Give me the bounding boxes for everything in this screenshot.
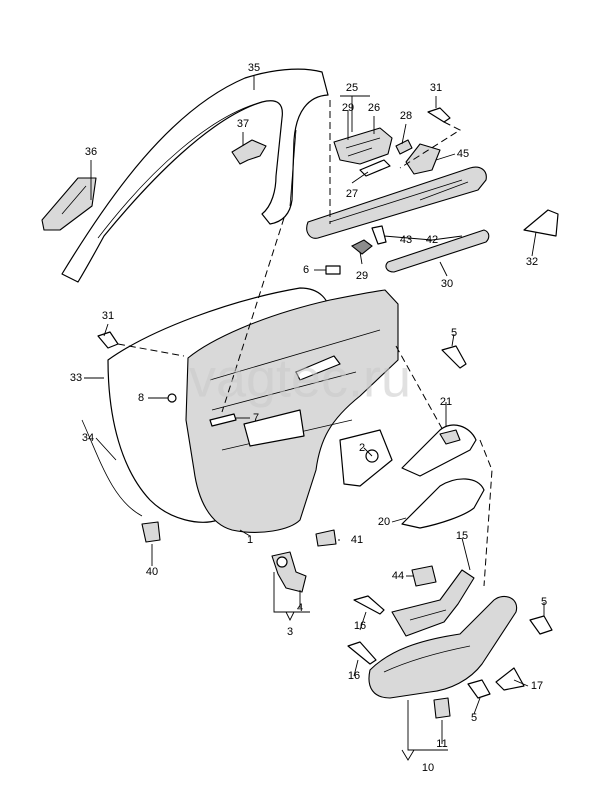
part-5-screw-lower xyxy=(467,679,491,699)
part-34-seal-strip xyxy=(81,419,143,517)
callout-17: 17 xyxy=(531,680,543,692)
callout-45: 45 xyxy=(457,148,469,160)
callout-26: 26 xyxy=(368,102,380,114)
part-17-cap xyxy=(495,667,525,691)
callout-2: 2 xyxy=(359,442,365,454)
callout-35: 35 xyxy=(248,62,260,74)
callout-42: 42 xyxy=(426,234,438,246)
callout-1: 1 xyxy=(247,534,253,546)
callout-5-right: 5 xyxy=(541,596,547,608)
callout-8: 8 xyxy=(138,392,144,404)
callout-44: 44 xyxy=(392,570,404,582)
part-1-door-trim-panel xyxy=(185,289,399,533)
part-10-armrest-handle xyxy=(368,595,518,699)
part-8-washer xyxy=(167,393,177,403)
part-35-door-frame-trim xyxy=(61,68,329,283)
part-25-switch-bracket xyxy=(333,127,393,165)
callout-34: 34 xyxy=(82,432,94,444)
callout-37: 37 xyxy=(237,118,249,130)
callout-6: 6 xyxy=(303,264,309,276)
assembly-dashed-lines xyxy=(117,100,493,587)
callout-15: 15 xyxy=(456,530,468,542)
part-15-bracket xyxy=(391,569,475,637)
callout-31-upper: 31 xyxy=(430,82,442,94)
part-41-clip xyxy=(315,529,337,547)
part-4-retainer xyxy=(271,551,307,593)
part-28-clip xyxy=(395,139,413,155)
callout-29-upper: 29 xyxy=(342,102,354,114)
callout-41: 41 xyxy=(351,534,363,546)
callout-10: 10 xyxy=(422,762,434,774)
part-31-screw-left xyxy=(97,331,119,349)
callout-5-lower: 5 xyxy=(471,712,477,724)
part-32-cover xyxy=(523,209,559,237)
callout-16-lower: 16 xyxy=(348,670,360,682)
callout-32: 32 xyxy=(526,256,538,268)
part-7-trim-insert xyxy=(209,413,237,427)
callout-27: 27 xyxy=(346,188,358,200)
callout-7: 7 xyxy=(253,412,259,424)
callout-31-left: 31 xyxy=(102,310,114,322)
part-44-switch-block xyxy=(411,565,437,587)
callout-29-lower: 29 xyxy=(356,270,368,282)
callout-36: 36 xyxy=(85,146,97,158)
callout-21: 21 xyxy=(440,396,452,408)
callout-labels: 35 36 37 25 29 26 28 31 45 27 43 42 29 3… xyxy=(70,62,547,774)
callout-40: 40 xyxy=(146,566,158,578)
part-30-decor-strip xyxy=(385,229,490,273)
part-6-screw xyxy=(325,265,341,275)
part-40-clip xyxy=(141,521,161,543)
callout-3: 3 xyxy=(287,626,293,638)
part-29-lower-clip xyxy=(350,239,373,255)
callout-30: 30 xyxy=(441,278,453,290)
part-16-screw-upper xyxy=(353,595,385,615)
callout-5-upper: 5 xyxy=(451,327,457,339)
callout-25: 25 xyxy=(346,82,358,94)
part-42-trim-strip xyxy=(306,166,487,239)
part-37-clip xyxy=(231,139,267,165)
part-5-screw-upper xyxy=(441,345,467,369)
part-21-trim-cover xyxy=(401,424,477,477)
leader-lines xyxy=(84,76,545,761)
callout-11: 11 xyxy=(436,738,447,750)
callout-28: 28 xyxy=(400,110,412,122)
part-43-clip xyxy=(371,225,387,245)
part-16-screw-lower xyxy=(347,641,377,665)
part-36-trim-piece xyxy=(41,177,97,231)
part-5-screw-right xyxy=(529,615,553,635)
callout-43: 43 xyxy=(400,234,412,246)
part-11-insert xyxy=(433,697,451,719)
part-31-screw-upper xyxy=(427,107,451,123)
callout-16-upper: 16 xyxy=(354,620,366,632)
callout-20: 20 xyxy=(378,516,390,528)
callout-4: 4 xyxy=(297,602,303,614)
part-20-trim-cover xyxy=(401,478,485,529)
callout-33: 33 xyxy=(70,372,82,384)
watermark-text: vagtec.ru xyxy=(189,348,411,408)
